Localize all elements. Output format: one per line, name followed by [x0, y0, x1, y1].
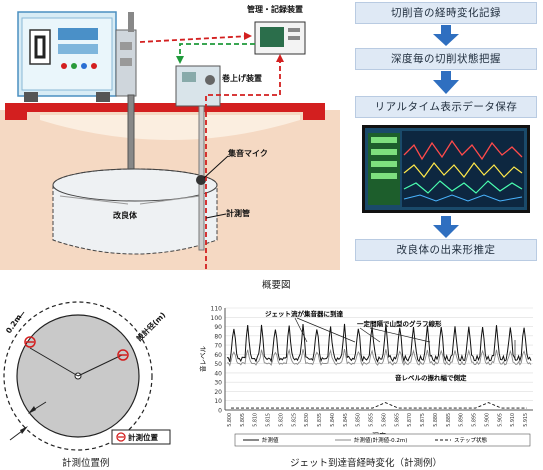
- x-tick-label: 5.905: [497, 413, 503, 427]
- measurement-marker-1: [24, 336, 36, 348]
- flow-step-1: 切削音の経時変化記録: [355, 2, 537, 24]
- signal-arrow-green: [179, 43, 255, 60]
- x-tick-label: 5.870: [407, 413, 413, 427]
- x-tick-label: 5.835: [317, 413, 323, 427]
- label-leader-lines: [203, 155, 229, 219]
- jet-sound-chart: 0 10 20 30 40 50 60 70 80 90 100 110 音レベル 5.800 5.805 5…: [198, 306, 533, 447]
- legend-box: [234, 433, 531, 447]
- annotation-arrow: [294, 317, 308, 343]
- legend-entry: 計測値: [262, 436, 279, 444]
- x-tick-label: 5.880: [433, 413, 439, 427]
- annotation-arrow: [359, 327, 381, 343]
- series-line-1: [226, 323, 532, 363]
- y-tick-label: 20: [214, 389, 222, 396]
- x-tick-label: 5.865: [394, 413, 400, 427]
- overview-caption: 概要図: [262, 280, 291, 291]
- y-tick-label: 60: [214, 352, 222, 359]
- x-tick-label: 5.840: [330, 413, 336, 427]
- drilling-machine: [17, 11, 137, 102]
- annotation-jet-arrival: ジェット流が集音器に到達: [265, 309, 344, 318]
- improved-body-label: 改良体: [113, 211, 137, 220]
- x-tick-label: 5.875: [420, 413, 426, 427]
- x-tick-label: 5.845: [343, 413, 349, 427]
- improved-body-cylinder: [52, 168, 218, 255]
- management-device-label: 管理・記録装置: [247, 5, 303, 14]
- y-tick-label: 50: [214, 361, 222, 368]
- flow-step-2: 深度毎の切削状態把握: [355, 48, 537, 70]
- x-tick-label: 5.830: [304, 413, 310, 427]
- x-tick-label: 5.850: [356, 413, 362, 427]
- x-tick-label: 5.900: [484, 413, 490, 427]
- winding-device-icon: [175, 65, 221, 107]
- management-device-icon: [254, 21, 306, 55]
- x-tick-label: 5.915: [523, 413, 529, 427]
- y-axis-label: 音レベル: [198, 346, 207, 373]
- y-tick-label: 80: [214, 333, 222, 340]
- annotation-arrow: [369, 327, 431, 343]
- measuring-pipe-label: 計測管: [226, 209, 250, 218]
- x-tick-label: 5.860: [381, 413, 387, 427]
- x-tick-label: 5.885: [446, 413, 452, 427]
- x-tick-label: 5.895: [472, 413, 478, 427]
- x-tick-label: 5.800: [227, 413, 233, 427]
- legend-entry: 計測値(計測値-0.2m): [354, 436, 407, 444]
- legend-entry: ステップ状態: [454, 436, 488, 444]
- y-tick-label: 40: [214, 370, 222, 377]
- series-line-3: [231, 402, 527, 409]
- y-tick-label: 70: [214, 343, 222, 350]
- jet-chart-caption: ジェット到達音経時変化（計測例）: [290, 458, 443, 469]
- x-tick-label: 5.910: [510, 413, 516, 427]
- x-tick-label: 5.820: [278, 413, 284, 427]
- annotation-arrow: [296, 317, 356, 343]
- overview-illustration: [0, 11, 340, 270]
- measurement-position-diagram: [3, 301, 171, 451]
- x-tick-label: 5.855: [369, 413, 375, 427]
- y-tick-label: 30: [214, 380, 222, 387]
- y-tick-label: 90: [214, 324, 222, 331]
- winding-device-label: 巻上げ装置: [222, 74, 262, 83]
- x-tick-label: 5.805: [240, 413, 246, 427]
- series-line-2: [226, 348, 532, 367]
- legend-label: 計測位置: [128, 433, 158, 442]
- signal-arrow-red: [139, 35, 251, 43]
- measurement-position-caption: 計測位置例: [62, 458, 110, 469]
- x-tick-label: 5.815: [266, 413, 272, 427]
- flow-step-3: リアルタイム表示データ保存: [355, 96, 537, 118]
- y-tick-label: 110: [211, 306, 223, 313]
- realtime-screen-image: [362, 125, 530, 213]
- y-tick-label: 0: [218, 408, 222, 415]
- y-tick-label: 10: [214, 398, 222, 405]
- measurement-marker-2: [117, 349, 129, 361]
- x-tick-label: 5.890: [459, 413, 465, 427]
- flow-step-4: 改良体の出来形推定: [355, 239, 537, 261]
- annotation-periodic-peaks: 一定間隔で山型のグラフ線形: [357, 319, 442, 328]
- y-tick-label: 100: [211, 315, 223, 322]
- annotation-amplitude: 音レベルの振れ幅で側定: [395, 373, 467, 382]
- x-tick-label: 5.810: [253, 413, 259, 427]
- platform: [5, 103, 325, 112]
- microphone-label: 集音マイク: [228, 149, 268, 158]
- flow-arrows: [433, 25, 459, 238]
- x-tick-label: 5.825: [291, 413, 297, 427]
